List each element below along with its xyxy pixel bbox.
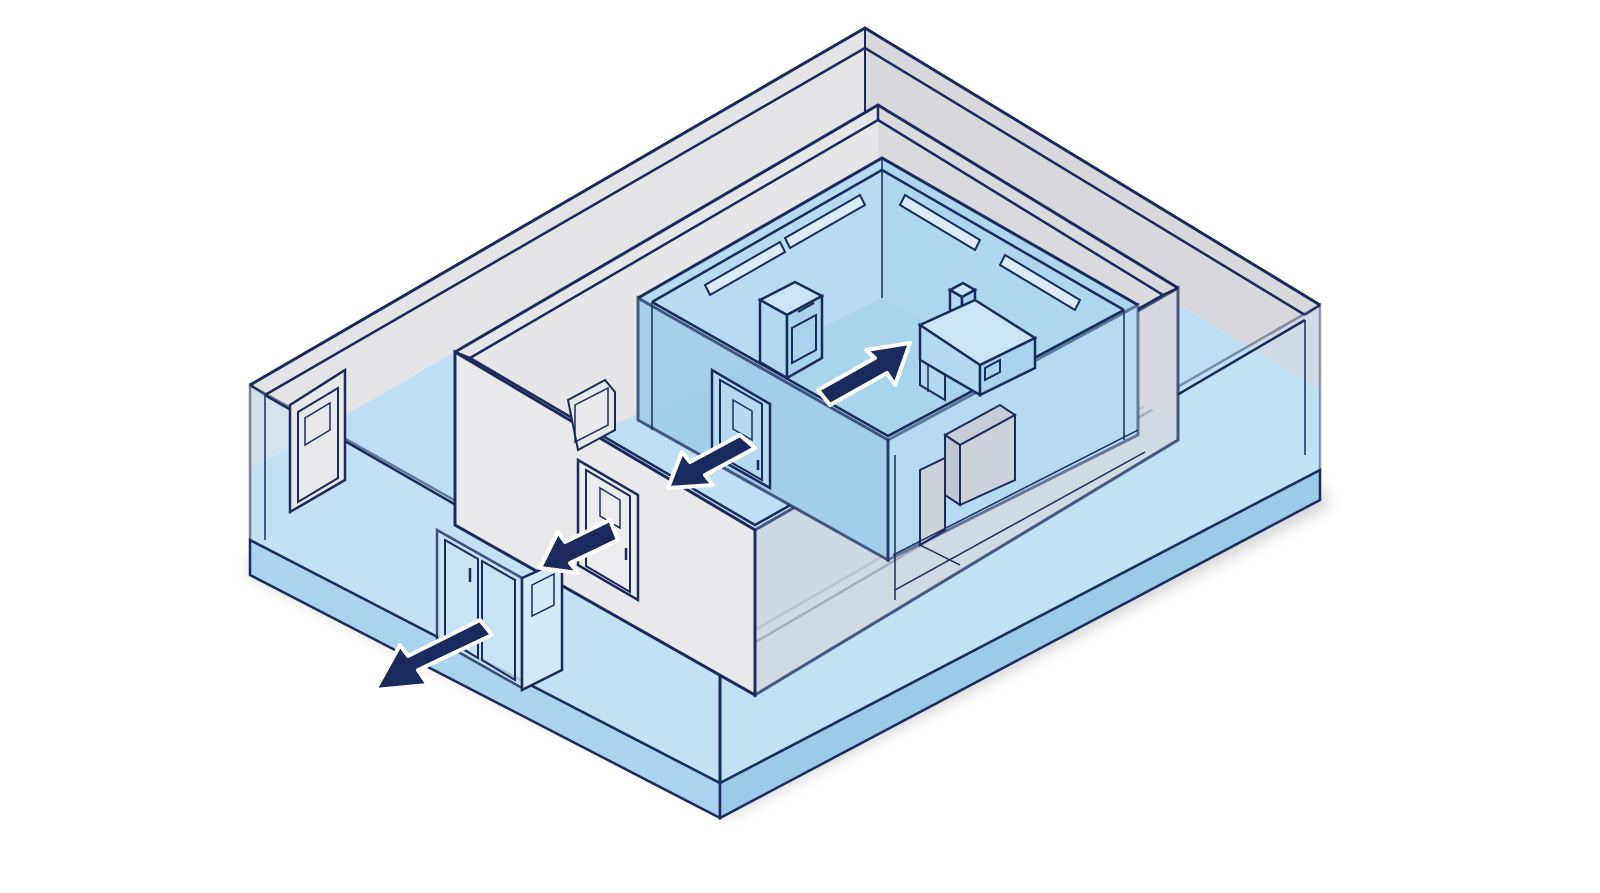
processing-machine-icon <box>917 281 1038 402</box>
bench-icon <box>919 403 1017 566</box>
middle-back-door-icon <box>566 378 616 452</box>
inner-vent-3-icon <box>898 193 982 252</box>
outer-left-door-icon <box>288 367 347 515</box>
outer-back-wall-left <box>250 28 865 470</box>
outer-floor-side-face <box>718 467 1322 821</box>
inner-vent-1-icon <box>783 193 867 250</box>
outer-back-wall-right <box>865 28 1320 390</box>
flow-arrow-2-icon <box>666 433 757 490</box>
middle-glass-frame <box>892 429 1146 600</box>
inner-vent-2-icon <box>703 240 787 297</box>
flow-arrows <box>373 341 912 692</box>
flow-arrow-1-icon <box>816 341 912 407</box>
flow-arrow-4-icon <box>373 618 494 692</box>
inner-vent-4-icon <box>998 253 1082 312</box>
flow-arrow-3-icon <box>538 518 620 575</box>
equipment-cabinet-icon <box>757 280 825 381</box>
